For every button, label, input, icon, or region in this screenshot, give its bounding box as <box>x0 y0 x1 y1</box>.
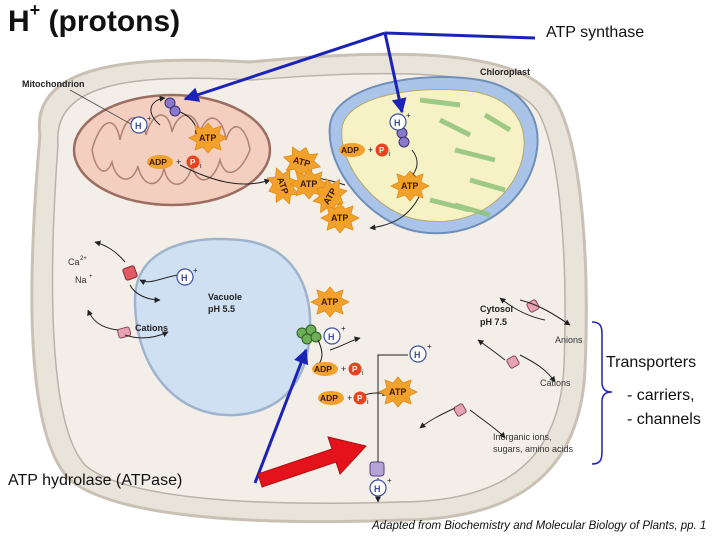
svg-text:H: H <box>328 332 335 342</box>
mitochondrion-label: Mitochondrion <box>22 79 85 89</box>
atp-synthase-pointers <box>183 31 536 114</box>
svg-text:H: H <box>414 350 421 360</box>
inorganic-label-2: sugars, amino acids <box>493 444 574 454</box>
svg-text:H: H <box>181 273 188 283</box>
svg-text:+: + <box>176 157 181 167</box>
svg-text:ATP: ATP <box>331 213 348 223</box>
page-title: H+ (protons) <box>8 0 181 38</box>
svg-text:+: + <box>368 145 373 155</box>
svg-text:2+: 2+ <box>80 256 87 262</box>
vacuole-ph: pH 5.5 <box>208 304 235 314</box>
proton-chloro: H + <box>389 111 411 131</box>
chloroplast: Chloroplast <box>328 67 539 235</box>
transporters-bracket <box>591 321 613 465</box>
cations-vacuole-label: Cations <box>135 323 168 333</box>
adp-pi-chloro: ADP + P i <box>339 143 391 158</box>
svg-text:ADP: ADP <box>314 364 332 374</box>
svg-text:H: H <box>394 118 401 128</box>
channels-label: - channels <box>627 411 701 428</box>
svg-text:+: + <box>193 266 198 275</box>
svg-text:i: i <box>389 151 391 158</box>
svg-text:+: + <box>406 111 411 120</box>
svg-text:ATP: ATP <box>199 133 216 143</box>
svg-text:ATP: ATP <box>300 179 317 189</box>
atp-3: ATP <box>289 168 329 200</box>
atp-pm: ATP <box>378 376 418 408</box>
adp-pi-mito: ADP + P i <box>147 155 202 170</box>
svg-text:Na: Na <box>75 275 87 285</box>
figure-credit: Adapted from Biochemistry and Molecular … <box>372 520 707 532</box>
svg-text:ATP: ATP <box>401 181 418 191</box>
cytosol-label: Cytosol <box>480 304 513 314</box>
atp-chloro: ATP <box>390 170 430 202</box>
proton-markers: H + H + H + H + H + H + <box>130 111 432 497</box>
svg-text:+: + <box>341 364 346 374</box>
mito-atp-synthase <box>164 97 181 117</box>
svg-text:ATP: ATP <box>292 155 311 169</box>
inorganic-label-1: Inorganic ions, <box>493 432 552 442</box>
atp-synthase-label: ATP synthase <box>546 24 645 41</box>
vacuolar-atpase <box>296 324 322 345</box>
svg-text:Ca: Ca <box>68 257 80 267</box>
svg-text:+: + <box>89 274 93 280</box>
svg-text:ADP: ADP <box>320 393 338 403</box>
svg-text:P: P <box>379 146 385 155</box>
svg-text:P: P <box>357 394 363 403</box>
proton-atpase: H + <box>323 324 346 345</box>
cytosol-ph: pH 7.5 <box>480 317 507 327</box>
transporters-label: Transporters <box>606 354 697 371</box>
svg-text:ATP: ATP <box>389 387 406 397</box>
proton-vacuole: H + <box>176 266 198 286</box>
svg-text:+: + <box>347 393 352 403</box>
atp-hydrolase-pointer <box>253 348 309 484</box>
red-arrow <box>257 436 367 488</box>
atp-vacuole: ATP <box>310 286 350 318</box>
svg-text:P: P <box>352 365 358 374</box>
svg-text:P: P <box>190 158 196 167</box>
svg-text:H: H <box>374 484 381 494</box>
proton-pm-bottom: H + <box>369 476 392 497</box>
svg-text:i: i <box>362 370 364 377</box>
svg-text:i: i <box>200 163 202 170</box>
svg-text:i: i <box>367 399 369 406</box>
carriers-label: - carriers, <box>627 387 695 404</box>
atp-1: ATP <box>279 142 325 182</box>
svg-text:+: + <box>427 342 432 351</box>
vacuole-label: Vacuole <box>208 292 242 302</box>
atp-hydrolase-label: ATP hydrolase (ATPase) <box>8 472 183 489</box>
adp-pi-groups: ADP + P i ADP + P i ADP + P i ADP + P <box>147 143 391 406</box>
atp-5: ATP <box>320 202 360 234</box>
svg-text:+: + <box>387 476 392 485</box>
atp-bursts: ATP ATP ATP ATP ATP ATP ATP ATP ATP <box>188 122 430 408</box>
proton-pm-top: H + <box>409 342 432 363</box>
svg-text:ADP: ADP <box>149 157 167 167</box>
mitochondrion: Mitochondrion <box>22 79 272 207</box>
thylakoid-stacks <box>419 97 512 218</box>
atp-mito: ATP <box>188 122 228 154</box>
adp-pi-pm: ADP + P i <box>318 391 369 406</box>
svg-text:H: H <box>135 121 142 131</box>
svg-text:+: + <box>147 114 152 123</box>
atp-4: ATP <box>307 171 353 221</box>
proton-mito: H + <box>130 114 152 134</box>
chloroplast-label: Chloroplast <box>480 67 530 77</box>
adp-pi-vacuole: ADP + P i <box>312 362 364 377</box>
cations-label: Cations <box>540 378 571 388</box>
svg-text:ATP: ATP <box>321 297 338 307</box>
svg-text:+: + <box>341 324 346 333</box>
svg-text:ADP: ADP <box>341 145 359 155</box>
atp-2: ATP <box>262 162 304 210</box>
chloro-atp-synthase <box>396 127 410 148</box>
anions-label: Anions <box>555 335 583 345</box>
ion-labels: Ca 2+ Na + Cations Anions Cations Inorga… <box>68 256 583 454</box>
membrane-transporters <box>117 97 540 477</box>
